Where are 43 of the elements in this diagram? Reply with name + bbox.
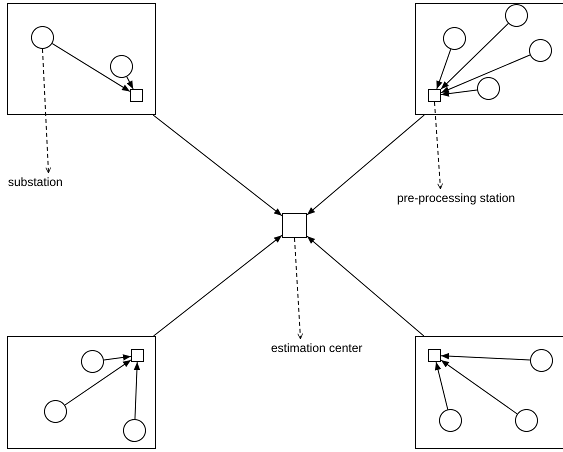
station-label: estimation center	[271, 340, 371, 356]
arrow	[306, 114, 425, 216]
sensor-circle	[439, 409, 462, 432]
arrow	[64, 359, 132, 406]
arrow	[103, 354, 132, 361]
arrow	[434, 362, 448, 410]
arrow	[436, 48, 452, 90]
station-square	[428, 89, 441, 102]
sensor-circle	[529, 39, 552, 62]
sensor-circle	[443, 27, 466, 50]
arrow	[153, 234, 282, 336]
leader-line	[434, 102, 443, 190]
station-label: substation	[8, 174, 72, 190]
arrow	[440, 352, 531, 360]
station-square	[282, 213, 307, 238]
sensor-circle	[477, 77, 500, 100]
arrow	[440, 360, 518, 414]
arrow	[440, 23, 509, 90]
sensor-circle	[123, 419, 146, 442]
arrow	[440, 89, 478, 97]
region-box	[415, 3, 563, 115]
leader-line	[294, 238, 303, 340]
station-square	[130, 89, 143, 102]
arrow	[126, 76, 134, 90]
sensor-circle	[81, 350, 104, 373]
station-label: pre-processing station	[397, 190, 522, 206]
region-box	[7, 3, 156, 115]
arrow	[152, 114, 282, 216]
sensor-circle	[530, 349, 553, 372]
arrow	[134, 362, 140, 420]
arrow	[306, 236, 424, 336]
region-box	[415, 336, 563, 449]
arrow	[52, 43, 130, 92]
sensor-circle	[110, 55, 133, 78]
leader-line	[42, 48, 51, 174]
region-box	[7, 336, 156, 449]
arrow	[440, 54, 530, 94]
station-square	[428, 349, 441, 362]
station-square	[131, 349, 144, 362]
sensor-circle	[31, 26, 54, 49]
sensor-circle	[505, 4, 528, 27]
sensor-circle	[515, 409, 538, 432]
sensor-circle	[44, 400, 67, 423]
